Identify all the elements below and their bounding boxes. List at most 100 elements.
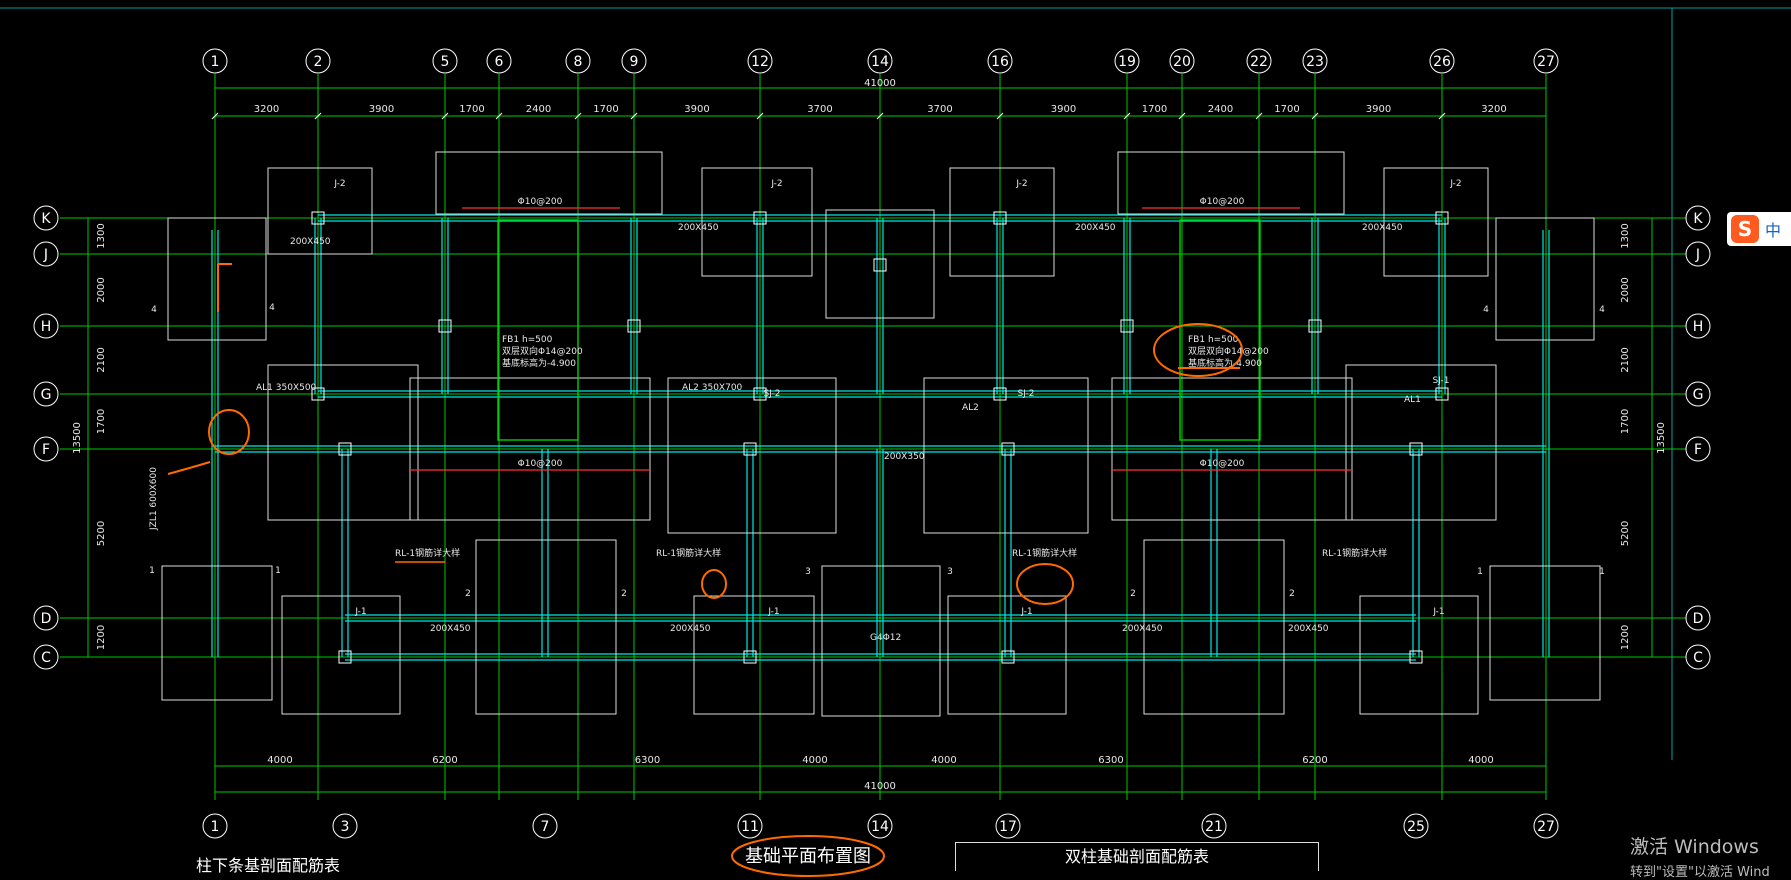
sogou-logo-icon[interactable]: S [1731, 215, 1759, 243]
pad-label-j1: J-1 [1020, 607, 1032, 617]
dim-tick [876, 112, 884, 120]
fb1-elev-left: 基底标高为-4.900 [502, 357, 576, 369]
axis-bubble-top [1302, 48, 1328, 74]
markup-circle-2 [1016, 563, 1074, 605]
pad-label-j1: J-1 [354, 607, 366, 617]
axis-label-bottom: 11 [741, 819, 759, 835]
foundation-pad-6 [1495, 217, 1595, 341]
dim-tick [495, 112, 503, 120]
foundation-pad-17 [821, 565, 941, 717]
axis-bubble-left [33, 436, 59, 462]
axis-label-left: H [41, 319, 52, 335]
foundation-pad-7 [267, 364, 419, 521]
axis-label-bottom: 21 [1205, 819, 1223, 835]
column-18 [1001, 650, 1015, 664]
markup-arrow [167, 461, 211, 475]
axis-label-top: 16 [991, 54, 1009, 70]
column-3 [753, 211, 767, 225]
column-9 [753, 387, 767, 401]
column-0 [311, 211, 325, 225]
section-marker-7: 3 [947, 567, 953, 577]
dim-tick [1255, 112, 1263, 120]
axis-bubble-bottom [332, 813, 358, 839]
ime-mode-label[interactable]: 中 [1765, 221, 1782, 240]
dim-right-4: 5200 [1620, 521, 1631, 546]
al2-label: AL2 350X700 [682, 383, 743, 393]
axis-label-top: 22 [1250, 54, 1268, 70]
dim-tick [1438, 112, 1446, 120]
jzl1-label: JZL1 600X600 [149, 467, 159, 531]
axis-bubble-top [1246, 48, 1272, 74]
dim-right-0: 1300 [1620, 223, 1631, 248]
beam-label-2: 200X450 [678, 223, 719, 233]
dim-top-10: 2400 [1208, 104, 1233, 115]
column-13 [743, 442, 757, 456]
fb1-elev-right: 基底标高为-4.900 [1188, 357, 1262, 369]
dim-left-1: 2000 [96, 277, 107, 302]
axis-label-left: G [41, 387, 52, 403]
markup-circle-1 [701, 569, 727, 599]
foundation-pad-1 [701, 167, 813, 277]
foundation-pad-23 [1117, 151, 1345, 215]
section-marker-13: 4 [1599, 305, 1605, 315]
axis-bubble-left [33, 644, 59, 670]
rl-label-4: RL-1钢筋详大样 [1322, 547, 1387, 559]
dim-right-3: 1700 [1620, 409, 1631, 434]
table-title-left: 柱下条基剖面配筋表 [196, 856, 341, 875]
markup-circle-3 [1153, 323, 1243, 377]
fb1-label-left: FB1 h=500 [502, 335, 553, 345]
axis-label-top: 23 [1306, 54, 1324, 70]
foundation-pad-2 [949, 167, 1055, 277]
pad-label-j1: J-1 [1432, 607, 1444, 617]
foundation-pad-3 [1383, 167, 1489, 277]
axis-label-right: H [1693, 319, 1704, 335]
column-15 [1409, 442, 1423, 456]
al2-label-right: AL2 [962, 403, 979, 413]
axis-bubble-bottom [995, 813, 1021, 839]
axis-label-bottom: 7 [541, 819, 550, 835]
axis-label-top: 14 [871, 54, 889, 70]
column-10 [993, 387, 1007, 401]
dim-right-2: 2100 [1620, 347, 1631, 372]
axis-label-left: C [41, 650, 51, 666]
dim-top-0: 3200 [254, 104, 279, 115]
axis-bubble-left [33, 381, 59, 407]
axis-bubble-top [621, 48, 647, 74]
ime-toolbar[interactable]: S 中 [1727, 212, 1791, 246]
drawing-title: 基础平面布置图 [745, 846, 871, 867]
dim-top-3: 2400 [526, 104, 551, 115]
rebar-note-left: Φ10@200 [518, 197, 563, 207]
axis-label-top: 9 [630, 54, 639, 70]
al1-label: AL1 350X500 [256, 383, 317, 393]
section-marker-8: 2 [1130, 589, 1136, 599]
dim-tick [211, 112, 219, 120]
foundation-pad-13 [161, 565, 273, 701]
axis-bubble-right [1685, 313, 1711, 339]
column-2 [627, 319, 641, 333]
section-marker-1: 4 [269, 303, 275, 313]
dim-total-right: 13500 [1656, 422, 1667, 454]
watermark-line1: 激活 Windows [1630, 836, 1759, 858]
rl-label-1: RL-1钢筋详大样 [395, 547, 460, 559]
dim-top-12: 3900 [1366, 104, 1391, 115]
foundation-pad-0 [267, 167, 373, 255]
windows-activation-watermark: 激活 Windows 转到"设置"以激活 Wind [1630, 832, 1770, 880]
axis-bubble-top [565, 48, 591, 74]
dim-top-4: 1700 [593, 104, 618, 115]
dim-top-8: 3900 [1051, 104, 1076, 115]
pad-label-j2: J-2 [770, 179, 782, 189]
axis-bubble-bottom [532, 813, 558, 839]
pad-label-j1: J-1 [767, 607, 779, 617]
section-marker-3: 1 [149, 566, 155, 576]
dim-bottom-6: 6200 [1302, 755, 1327, 766]
axis-bubble-bottom [737, 813, 763, 839]
dim-top-6: 3700 [807, 104, 832, 115]
axis-bubble-left [33, 605, 59, 631]
section-marker-6: 3 [805, 567, 811, 577]
pad-label-sj2: SJ-2 [763, 389, 780, 399]
beam-label-8: 200X450 [1288, 624, 1329, 634]
axis-label-bottom: 3 [341, 819, 350, 835]
dim-left-5: 1200 [96, 625, 107, 650]
